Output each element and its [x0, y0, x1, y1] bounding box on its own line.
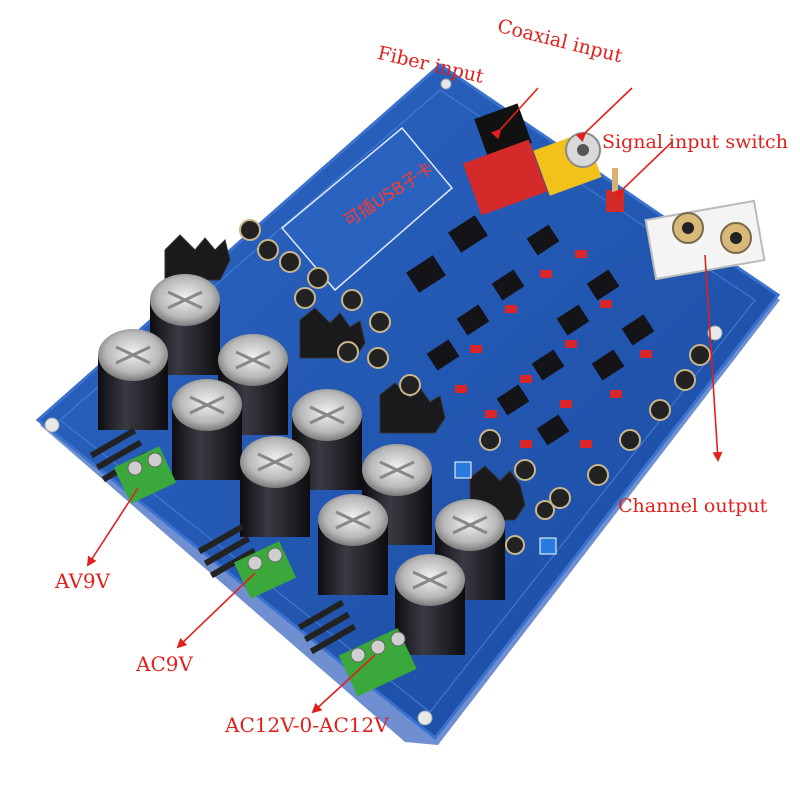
- signal-input-switch-label: Signal input switch: [602, 131, 788, 153]
- film-capacitors: [455, 250, 652, 448]
- ac12v-label: AC12V-0-AC12V: [225, 713, 389, 737]
- av9v-label: AV9V: [55, 569, 111, 593]
- electrolytic-capacitors: [98, 274, 505, 655]
- ic-chips: [406, 215, 655, 446]
- arrow-ac9v: [176, 572, 256, 649]
- callout-arrows: [86, 87, 723, 714]
- terminal-av9v: [113, 446, 177, 504]
- channel-output-connectors: [644, 199, 766, 281]
- channel-output-label: Channel output: [618, 495, 768, 517]
- arrow-channel-output: [704, 254, 723, 462]
- fiber-input-connector: [462, 103, 548, 216]
- coaxial-input-connector: [533, 131, 602, 196]
- arrow-switch: [612, 141, 673, 200]
- signal-input-switch: [606, 168, 624, 212]
- terminal-ac12v: [338, 628, 417, 697]
- arrow-av9v: [86, 487, 139, 567]
- arrow-ac12v: [311, 654, 376, 714]
- small-capacitors: [239, 219, 711, 555]
- arrow-coaxial: [575, 87, 633, 143]
- terminal-ac9v: [233, 541, 297, 599]
- arrow-fiber: [490, 87, 539, 140]
- trimmer-pots: [454, 461, 557, 555]
- ac9v-label: AC9V: [136, 652, 193, 676]
